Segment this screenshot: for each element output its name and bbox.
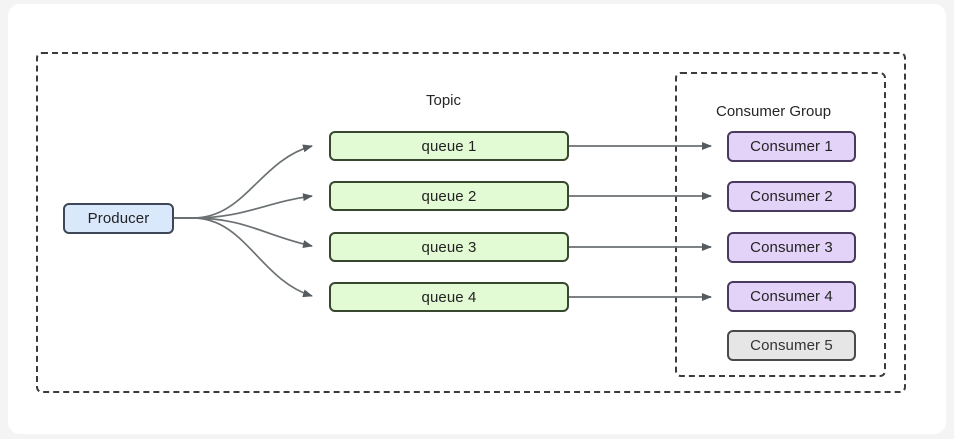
topic-label: Topic <box>426 92 462 109</box>
consumer-group-boundary <box>675 72 886 377</box>
consumer-node-4[interactable]: Consumer 4 <box>727 281 856 312</box>
producer-node[interactable]: Producer <box>63 203 174 234</box>
consumer-group-label: Consumer Group <box>716 103 832 120</box>
queue-node-4[interactable]: queue 4 <box>329 282 569 312</box>
queue-node-3[interactable]: queue 3 <box>329 232 569 262</box>
consumer-node-1[interactable]: Consumer 1 <box>727 131 856 162</box>
consumer-node-3[interactable]: Consumer 3 <box>727 232 856 263</box>
consumer-node-2[interactable]: Consumer 2 <box>727 181 856 212</box>
queue-node-2[interactable]: queue 2 <box>329 181 569 211</box>
queue-node-1[interactable]: queue 1 <box>329 131 569 161</box>
consumer-node-5[interactable]: Consumer 5 <box>727 330 856 361</box>
outer-system-boundary <box>36 52 906 393</box>
